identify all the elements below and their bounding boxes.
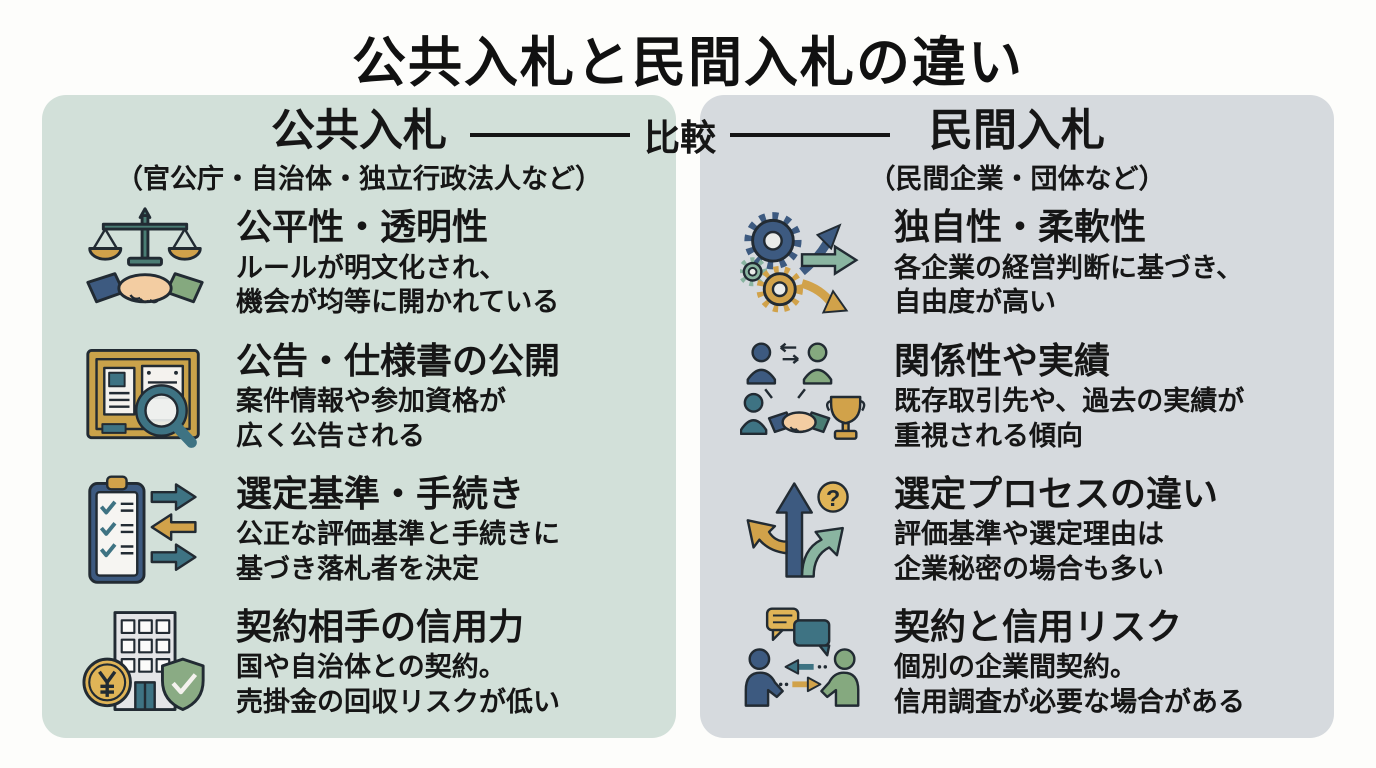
list-item: ? 選定プロセスの違い 評価基準や選定理由は 企業秘密の場合も多い	[724, 464, 1316, 597]
item-title: 関係性や実績	[894, 339, 1111, 381]
item-title: 独自性・柔軟性	[894, 206, 1147, 248]
item-body: 既存取引先や、過去の実績が 重視される傾向	[894, 385, 1245, 451]
clipboard-arrows-icon	[66, 467, 224, 593]
page-title: 公共入札と民間入札の違い	[352, 33, 1024, 93]
scales-handshake-icon	[66, 201, 224, 327]
building-coin-shield-icon	[66, 600, 224, 726]
people-handshake-trophy-icon	[724, 334, 882, 460]
public-panel-title: 公共入札	[271, 106, 447, 155]
compare-band: 比較	[470, 114, 891, 158]
item-title: 契約と信用リスク	[894, 606, 1183, 648]
item-title: 公告・仕様書の公開	[236, 339, 561, 381]
list-item: 契約相手の信用力 国や自治体との契約。 売掛金の回収リスクが低い	[66, 597, 658, 730]
compare-line-left	[470, 133, 630, 137]
item-body: 公正な評価基準と手続きに 基づき落札者を決定	[236, 519, 560, 584]
item-body: 評価基準や選定理由は 企業秘密の場合も多い	[894, 519, 1164, 584]
public-bidding-panel: 公共入札 （官公庁・自治体・独立行政法人など）	[42, 95, 676, 738]
item-body: 各企業の経営判断に基づき、 自由度が高い	[894, 252, 1244, 318]
private-bidding-panel: 民間入札 （民間企業・団体など）	[700, 95, 1334, 738]
item-body: 案件情報や参加資格が 広く公告される	[236, 385, 506, 451]
list-item: 契約と信用リスク 個別の企業間契約。 信用調査が必要な場合がある	[724, 597, 1316, 730]
item-body: 個別の企業間契約。 信用調査が必要な場合がある	[894, 652, 1245, 718]
item-title: 選定プロセスの違い	[894, 472, 1219, 514]
item-body: 国や自治体との契約。 売掛金の回収リスクが低い	[236, 652, 560, 718]
compare-line-right	[730, 133, 891, 137]
item-title: 契約相手の信用力	[236, 606, 525, 648]
private-panel-title: 民間入札	[929, 106, 1105, 155]
list-item: 独自性・柔軟性 各企業の経営判断に基づき、 自由度が高い	[724, 197, 1316, 330]
item-title: 選定基準・手続き	[236, 472, 525, 514]
list-item: 関係性や実績 既存取引先や、過去の実績が 重視される傾向	[724, 330, 1316, 463]
item-title: 公平性・透明性	[236, 206, 489, 248]
private-panel-rows: 独自性・柔軟性 各企業の経営判断に基づき、 自由度が高い	[724, 197, 1316, 730]
branching-arrows-question-icon: ?	[724, 467, 882, 593]
public-panel-subtitle: （官公庁・自治体・独立行政法人など）	[116, 164, 602, 195]
public-panel-rows: 公平性・透明性 ルールが明文化され、 機会が均等に開かれている	[66, 197, 658, 730]
svg-text:?: ?	[826, 485, 840, 511]
chat-people-icon	[724, 600, 882, 726]
list-item: 公告・仕様書の公開 案件情報や参加資格が 広く公告される	[66, 330, 658, 463]
gears-arrows-icon	[724, 201, 882, 327]
list-item: 公平性・透明性 ルールが明文化され、 機会が均等に開かれている	[66, 197, 658, 330]
compare-label: 比較	[644, 117, 717, 158]
private-panel-subtitle: （民間企業・団体など）	[868, 164, 1166, 195]
list-item: 選定基準・手続き 公正な評価基準と手続きに 基づき落札者を決定	[66, 464, 658, 597]
notice-board-magnifier-icon	[66, 334, 224, 460]
item-body: ルールが明文化され、 機会が均等に開かれている	[236, 252, 560, 318]
